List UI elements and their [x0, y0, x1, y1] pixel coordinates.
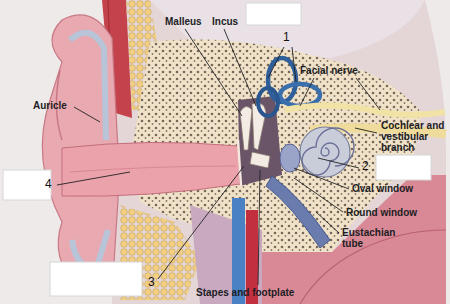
- part-label: Eustachian tube: [342, 227, 402, 249]
- callout-number: 2: [362, 160, 369, 173]
- callout-number: 3: [148, 276, 155, 289]
- part-label: Malleus: [165, 16, 202, 27]
- callout-number: 1: [283, 31, 290, 44]
- part-label: Round window: [346, 207, 417, 218]
- part-label: Oval window: [352, 183, 413, 194]
- part-label: Auricle: [33, 100, 67, 111]
- part-label: Incus: [212, 16, 238, 27]
- part-label: Cochlear and vestibular branch: [381, 120, 445, 153]
- part-label: Facial nerve: [300, 65, 358, 76]
- part-label: Stapes and footplate: [196, 287, 294, 298]
- callout-number: 4: [45, 178, 52, 191]
